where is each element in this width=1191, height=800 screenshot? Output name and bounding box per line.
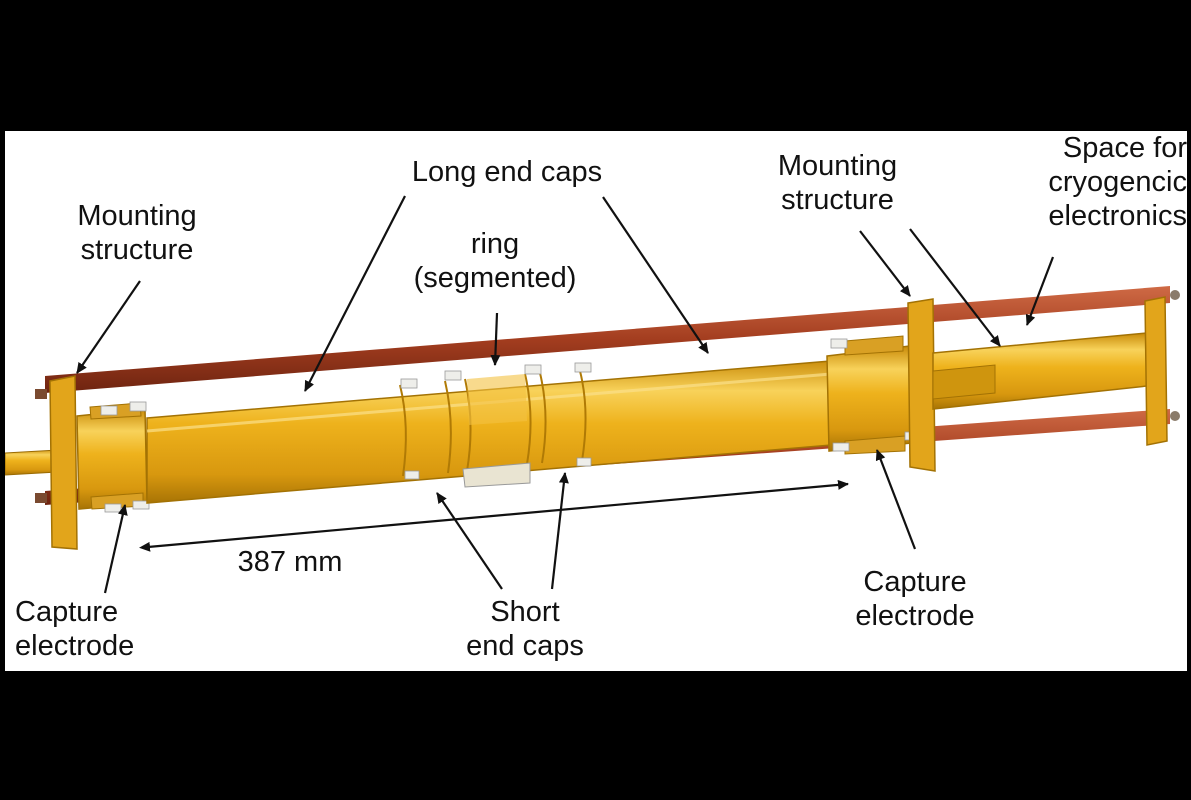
- right-mounting-plate: [907, 298, 936, 472]
- label-ring-segmented: ring (segmented): [395, 227, 595, 295]
- mount-left-line2: structure: [80, 234, 194, 266]
- space-line3: electronics: [1048, 200, 1187, 232]
- mount-right-line2: structure: [781, 184, 894, 216]
- penning-trap-drawing: [5, 195, 1180, 594]
- long-end-caps-text: Long end caps: [411, 156, 603, 188]
- short-line2: end caps: [466, 630, 584, 662]
- ring-line1: ring: [470, 228, 520, 260]
- right-capture-electrode: [826, 345, 913, 452]
- ring-segment: [467, 374, 527, 425]
- label-mounting-structure-left: Mounting structure: [62, 199, 212, 267]
- dimension-text: 387 mm: [237, 546, 343, 578]
- ring-line2: (segmented): [413, 262, 577, 294]
- space-line2: cryogencic: [1048, 166, 1187, 198]
- capture-right-line1: Capture: [863, 566, 967, 598]
- diagram-panel: Mounting structure Long end caps ring (s…: [5, 131, 1187, 671]
- capture-left-line2: electrode: [15, 630, 135, 662]
- label-short-end-caps: Short end caps: [445, 595, 605, 663]
- label-long-end-caps: Long end caps: [387, 155, 627, 189]
- dimension-arrow: [139, 479, 849, 552]
- label-mounting-structure-right: Mounting structure: [760, 149, 915, 217]
- capture-left-line1: Capture: [15, 596, 119, 628]
- short-line1: Short: [490, 596, 560, 628]
- label-space-for-electronics: Space for cryogencic electronics: [1005, 131, 1187, 233]
- mount-right-line1: Mounting: [777, 150, 898, 182]
- label-dimension: 387 mm: [215, 545, 365, 579]
- upper-support-rod: [45, 286, 1170, 393]
- label-capture-electrode-right: Capture electrode: [835, 565, 995, 633]
- space-line1: Space for: [1062, 132, 1187, 164]
- capture-right-line2: electrode: [855, 600, 975, 632]
- left-mounting-plate: [49, 375, 78, 550]
- label-capture-electrode-left: Capture electrode: [15, 595, 175, 663]
- mount-left-line1: Mounting: [77, 200, 197, 232]
